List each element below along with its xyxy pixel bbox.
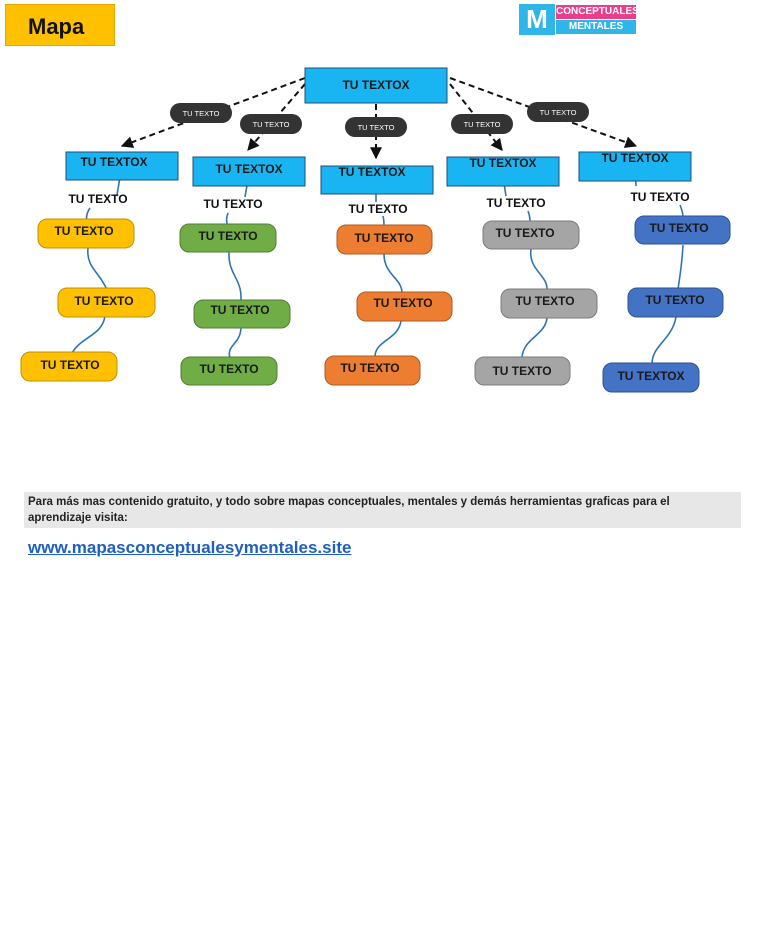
logo-letter: M [519,4,555,35]
connector-2: TU TEXTO [240,114,302,134]
info-text: Para más mas contenido gratuito, y todo … [28,496,670,524]
branch-4-node-2: TU TEXTO [515,294,574,308]
connector-1: TU TEXTO [170,103,232,123]
branch-5-node-3: TU TEXTOX [617,369,684,383]
branch-3-node-2: TU TEXTO [373,296,432,310]
branch-2: TU TEXTOX TU TEXTO TU TEXTO TU TEXTO TU … [179,156,306,386]
branch-2-title: TU TEXTOX [215,162,282,176]
branch-5: TU TEXTOX TU TEXTO TU TEXTO TU TEXTO TU … [578,151,731,393]
page-title: Mapa [28,14,85,39]
branch-5-label: TU TEXTO [630,190,689,204]
branch-1: TU TEXTOX TU TEXTO TU TEXTO TU TEXTO TU … [20,151,179,382]
branch-4-label: TU TEXTO [486,196,545,210]
branch-4-node-3: TU TEXTO [492,364,551,378]
branch-1-node-1: TU TEXTO [54,224,113,238]
concept-map: TU TEXTOX TU TEXTO TU TEXTO TU TEXTO TU … [20,67,731,393]
connector-1-label: TU TEXTO [183,109,220,118]
root-label: TU TEXTOX [342,78,409,92]
branch-5-title: TU TEXTOX [601,151,668,165]
branch-1-title: TU TEXTOX [80,155,147,169]
branch-2-label: TU TEXTO [203,197,262,211]
branch-1-label: TU TEXTO [68,192,127,206]
branch-3-label: TU TEXTO [348,202,407,216]
branch-1-node-3: TU TEXTO [40,358,99,372]
branch-4: TU TEXTOX TU TEXTO TU TEXTO TU TEXTO TU … [446,156,598,386]
branch-1-node-2: TU TEXTO [74,294,133,308]
branch-2-node-3: TU TEXTO [199,362,258,376]
connector-5: TU TEXTO [527,102,589,122]
connector-3-label: TU TEXTO [358,123,395,132]
branch-4-node-1: TU TEXTO [495,226,554,240]
website-link[interactable]: www.mapasconceptualesymentales.site [28,538,352,557]
connector-2-label: TU TEXTO [253,120,290,129]
branch-5-node-2: TU TEXTO [645,293,704,307]
branch-3-node-3: TU TEXTO [340,361,399,375]
branch-2-node-1: TU TEXTO [198,229,257,243]
title-box: Mapa [5,4,115,46]
root-node: TU TEXTOX [304,67,448,104]
branch-4-title: TU TEXTOX [469,156,536,170]
logo-line-1: CONCEPTUALES [556,5,639,19]
brand-logo: M CONCEPTUALES MENTALES [519,4,639,35]
branch-3-node-1: TU TEXTO [354,231,413,245]
connector-4-label: TU TEXTO [464,120,501,129]
connector-5-label: TU TEXTO [540,108,577,117]
branch-3: TU TEXTOX TU TEXTO TU TEXTO TU TEXTO TU … [320,165,453,386]
connector-pills: TU TEXTO TU TEXTO TU TEXTO TU TEXTO TU T… [170,102,589,137]
branch-2-node-2: TU TEXTO [210,303,269,317]
connector-4: TU TEXTO [451,114,513,134]
connector-3: TU TEXTO [345,117,407,137]
info-bar: Para más mas contenido gratuito, y todo … [24,492,741,528]
branch-5-node-1: TU TEXTO [649,221,708,235]
logo-line-2: MENTALES [556,20,636,34]
branch-3-title: TU TEXTOX [338,165,405,179]
